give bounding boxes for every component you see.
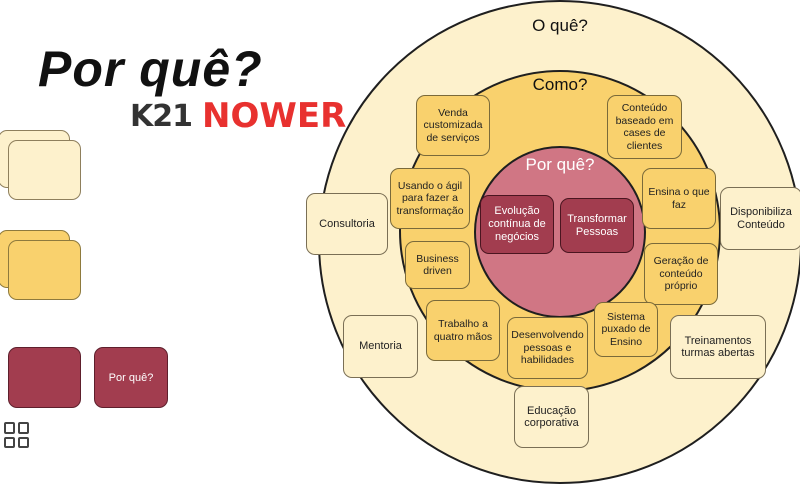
what-item-treinamentos[interactable]: Treinamentos turmas abertas bbox=[670, 315, 766, 379]
page-title: Por quê? bbox=[38, 41, 263, 97]
how-item-geracao[interactable]: Geração de conteúdo próprio bbox=[644, 243, 718, 305]
middle-ring-label: Como? bbox=[532, 75, 588, 94]
outer-ring-label: O quê? bbox=[532, 16, 588, 35]
logo-brand: NOWER bbox=[202, 96, 347, 136]
legend-wine-card[interactable] bbox=[8, 347, 81, 408]
legend-yellow-card[interactable] bbox=[8, 240, 81, 300]
why-item-transformar[interactable]: Transformar Pessoas bbox=[560, 198, 634, 253]
logo-prefix: K21 bbox=[130, 98, 193, 134]
how-item-business[interactable]: Business driven bbox=[405, 241, 470, 289]
grid-view-icon[interactable] bbox=[4, 422, 30, 448]
why-item-evolucao[interactable]: Evolução contínua de negócios bbox=[480, 195, 554, 254]
how-item-ensina[interactable]: Ensina o que faz bbox=[642, 168, 716, 229]
k21-nower-logo: K21 NOWER bbox=[130, 96, 346, 136]
how-item-conteudo-cases[interactable]: Conteúdo baseado em cases de clientes bbox=[607, 95, 682, 159]
how-item-trabalho[interactable]: Trabalho a quatro mãos bbox=[426, 300, 500, 361]
inner-ring-label: Por quê? bbox=[525, 155, 595, 174]
what-item-educacao[interactable]: Educação corporativa bbox=[514, 386, 589, 448]
how-item-desenvolvendo[interactable]: Desenvolvendo pessoas e habilidades bbox=[507, 317, 588, 379]
how-item-usando-agil[interactable]: Usando o ágil para fazer a transformação bbox=[390, 168, 470, 229]
what-item-mentoria[interactable]: Mentoria bbox=[343, 315, 418, 378]
how-item-sistema[interactable]: Sistema puxado de Ensino bbox=[594, 302, 658, 357]
what-item-disponibiliza[interactable]: Disponibiliza Conteúdo bbox=[720, 187, 800, 250]
legend-cream-card[interactable] bbox=[8, 140, 81, 200]
legend-wine-card-labeled[interactable]: Por quê? bbox=[94, 347, 168, 408]
what-item-consultoria[interactable]: Consultoria bbox=[306, 193, 388, 255]
how-item-venda[interactable]: Venda customizada de serviços bbox=[416, 95, 490, 156]
